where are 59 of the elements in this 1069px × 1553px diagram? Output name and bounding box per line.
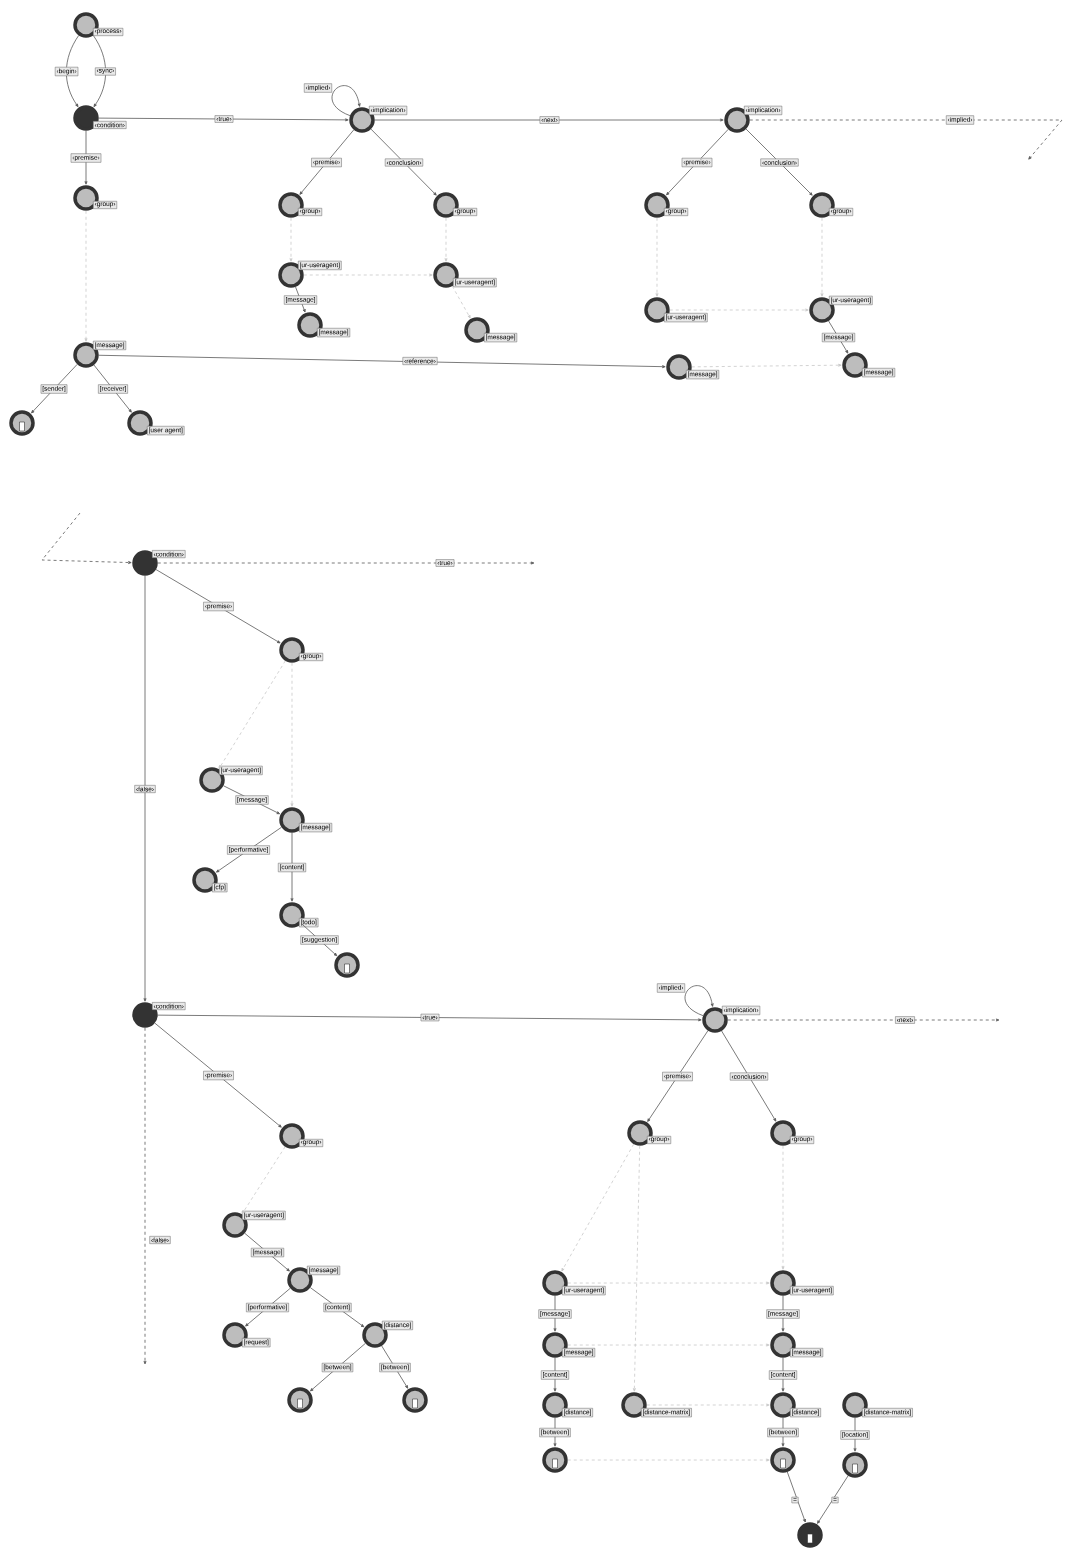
arrow	[245, 1287, 291, 1327]
arrow	[669, 308, 809, 312]
arrow	[154, 1022, 282, 1128]
arrow	[98, 354, 666, 369]
arrow	[98, 117, 349, 122]
tree-node	[542, 1447, 568, 1473]
arrow	[155, 569, 281, 644]
arrow	[157, 1014, 702, 1022]
arrow	[781, 1357, 785, 1392]
arrow	[374, 118, 724, 122]
arrow	[691, 363, 842, 368]
tree-node	[842, 1452, 868, 1478]
arrow	[290, 832, 294, 902]
tree-node	[770, 1447, 796, 1473]
arrow	[84, 130, 88, 185]
arrow	[299, 129, 355, 195]
arrow	[666, 128, 729, 196]
arrow	[786, 1471, 806, 1523]
arrow	[295, 286, 306, 313]
arrow	[370, 128, 437, 196]
arrow	[242, 1146, 286, 1214]
arrow	[553, 1417, 557, 1447]
arrow	[331, 85, 361, 117]
arrow	[381, 1345, 409, 1389]
arrow	[310, 1342, 366, 1392]
arrow	[553, 1357, 557, 1392]
arrow	[451, 285, 471, 319]
arrow	[684, 985, 714, 1017]
arrow	[553, 1295, 557, 1332]
arrow	[647, 1030, 709, 1122]
tree-node	[402, 1387, 428, 1413]
arrow	[93, 364, 132, 413]
arrow	[561, 1143, 635, 1272]
arrow	[65, 35, 80, 108]
tree-node	[334, 952, 360, 978]
arrow	[727, 1018, 1000, 1022]
arrow	[309, 1287, 365, 1328]
tree-node	[287, 1387, 313, 1413]
arrow	[781, 1295, 785, 1332]
arrow	[853, 1417, 857, 1452]
arrow	[828, 320, 849, 354]
arrow	[749, 119, 1063, 160]
arrow	[745, 128, 813, 196]
arrow	[41, 512, 132, 564]
tree-node	[797, 1522, 823, 1548]
arrow	[216, 826, 282, 873]
arrow	[218, 660, 286, 769]
tree-node	[9, 410, 35, 436]
arrow	[92, 35, 107, 108]
arrow	[781, 1417, 785, 1447]
arrow	[646, 1403, 770, 1407]
arrow	[721, 1030, 777, 1122]
arrow	[143, 575, 147, 1002]
arrow	[157, 561, 535, 565]
arrow	[817, 1475, 849, 1524]
arrow	[143, 1027, 147, 1365]
arrow	[31, 363, 78, 414]
arrow	[244, 1232, 290, 1272]
arrow	[632, 1145, 641, 1392]
